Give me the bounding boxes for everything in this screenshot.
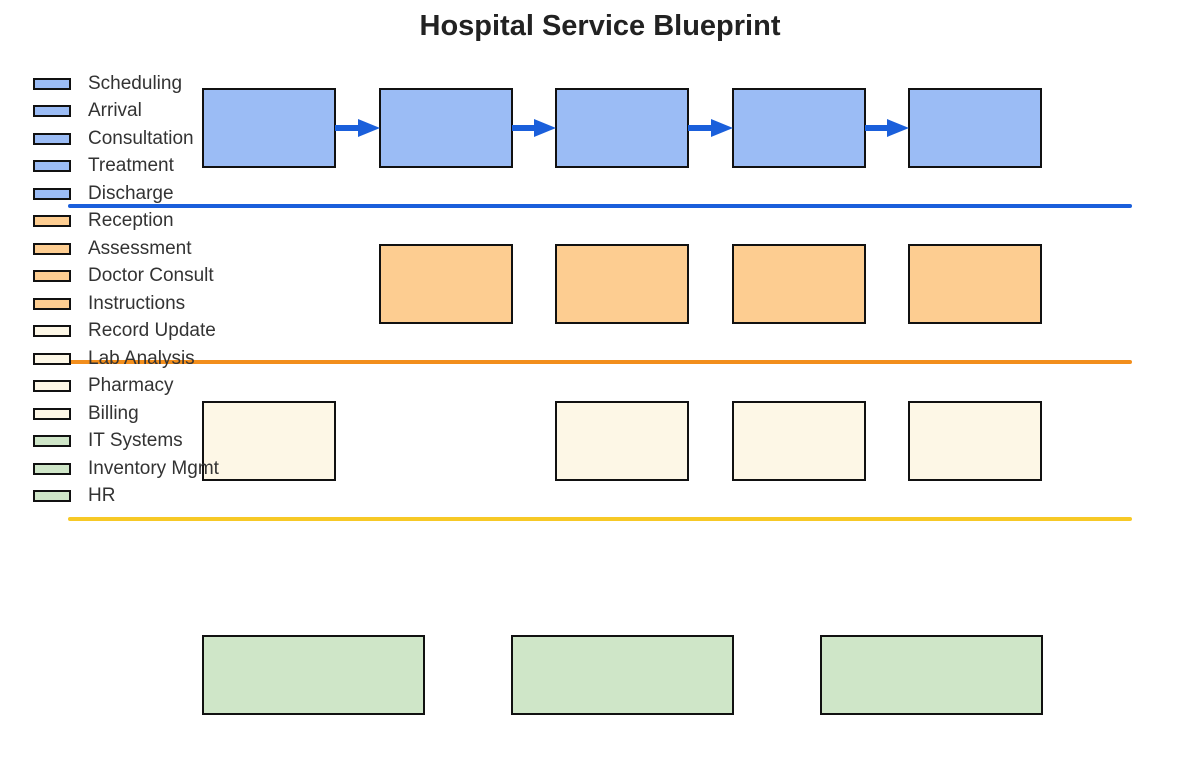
backstage-step-box [908, 401, 1042, 481]
frontstage-step-box [732, 244, 866, 324]
legend-swatch [33, 297, 71, 310]
legend-label: Lab Analysis [88, 347, 195, 369]
legend-item: IT Systems [33, 428, 219, 456]
frontstage-step-box [379, 244, 513, 324]
legend-swatch [33, 270, 71, 283]
legend-label: Assessment [88, 237, 192, 259]
backstage-step-box [555, 401, 689, 481]
legend-swatch [33, 435, 71, 448]
legend-label: HR [88, 485, 116, 507]
legend-item: Discharge [33, 180, 219, 208]
legend-swatch [33, 105, 71, 118]
legend-swatch [33, 160, 71, 173]
flow-arrow-head [711, 119, 733, 137]
legend-item: Scheduling [33, 70, 219, 98]
legend-item: Arrival [33, 98, 219, 126]
diagram-title: Hospital Service Blueprint [419, 10, 781, 42]
legend-swatch [33, 325, 71, 338]
legend-label: Pharmacy [88, 375, 174, 397]
legend-label: Discharge [88, 182, 174, 204]
frontstage-step-box [908, 244, 1042, 324]
legend-item: Doctor Consult [33, 263, 219, 291]
legend-label: Consultation [88, 127, 194, 149]
legend-label: Treatment [88, 155, 174, 177]
legend-item: Instructions [33, 290, 219, 318]
backstage-step-box [202, 401, 336, 481]
legend-label: Record Update [88, 320, 216, 342]
legend-item: Record Update [33, 318, 219, 346]
legend-label: Instructions [88, 292, 186, 314]
support-step-box [820, 635, 1043, 715]
flow-arrow-head [887, 119, 909, 137]
flow-arrow-head [534, 119, 556, 137]
legend-swatch [33, 407, 71, 420]
legend-swatch [33, 352, 71, 365]
legend-swatch [33, 490, 71, 503]
customer-actions-step-box [379, 88, 513, 168]
legend-swatch [33, 380, 71, 393]
customer-actions-step-box [908, 88, 1042, 168]
legend-swatch [33, 215, 71, 228]
legend-item: Inventory Mgmt [33, 455, 219, 483]
legend-swatch [33, 462, 71, 475]
legend-swatch [33, 132, 71, 145]
legend-label: Billing [88, 402, 139, 424]
support-step-box [511, 635, 734, 715]
legend-item: Lab Analysis [33, 345, 219, 373]
legend-label: Arrival [88, 100, 142, 122]
legend-swatch [33, 187, 71, 200]
legend-label: Scheduling [88, 72, 183, 94]
customer-actions-step-box [555, 88, 689, 168]
legend-item: Treatment [33, 153, 219, 181]
customer-actions-step-box [732, 88, 866, 168]
legend-label: Reception [88, 210, 174, 232]
legend-item: Pharmacy [33, 373, 219, 401]
customer-actions-step-box [202, 88, 336, 168]
legend-label: IT Systems [88, 430, 183, 452]
flow-arrow-head [358, 119, 380, 137]
legend-item: HR [33, 483, 219, 511]
support-step-box [202, 635, 425, 715]
legend-item: Consultation [33, 125, 219, 153]
legend-label: Inventory Mgmt [88, 457, 219, 479]
legend-item: Reception [33, 208, 219, 236]
legend-item: Billing [33, 400, 219, 428]
legend-item: Assessment [33, 235, 219, 263]
frontstage-step-box [555, 244, 689, 324]
legend-swatch [33, 77, 71, 90]
legend-swatch [33, 242, 71, 255]
legend-label: Doctor Consult [88, 265, 214, 287]
backstage-step-box [732, 401, 866, 481]
